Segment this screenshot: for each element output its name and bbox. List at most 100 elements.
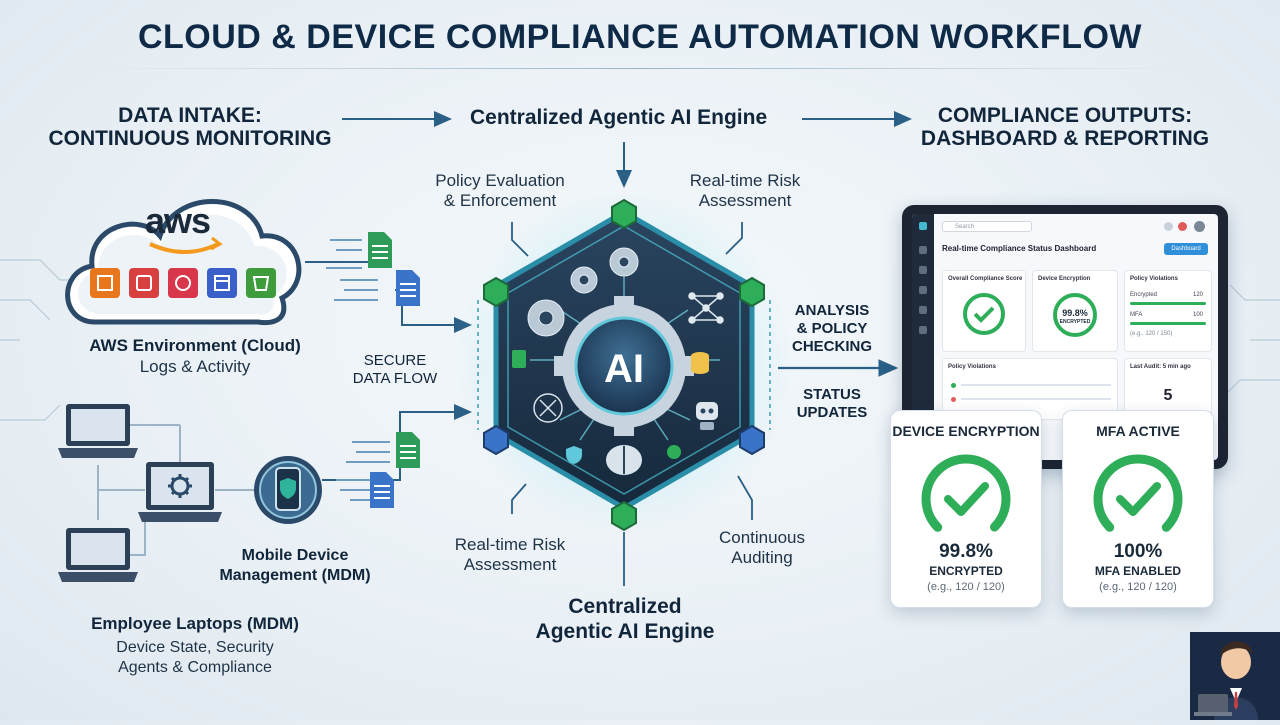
engine-bottom-line2: Agentic AI Engine	[535, 620, 715, 643]
kpi-card-encryption: DEVICE ENCRYPTION 99.8% ENCRYPTED (e.g.,…	[890, 410, 1042, 608]
violation-note: (e.g., 120 / 150)	[1130, 331, 1173, 337]
mdm-title-line1: Mobile Device	[241, 547, 349, 564]
policy-eval-line2: & Enforcement	[443, 191, 557, 210]
intake-header-line1: DATA INTAKE:	[118, 104, 262, 127]
card-score-title: Overall Compliance Score	[948, 276, 1023, 282]
violation-row-bar	[1130, 322, 1206, 325]
sidebar-settings-icon[interactable]	[919, 326, 927, 334]
user-avatar[interactable]	[1194, 221, 1205, 232]
card-encryption-title: Device Encryption	[1038, 276, 1091, 282]
document-icon-2	[396, 270, 420, 306]
kpi-subtitle: ENCRYPTED	[929, 564, 1003, 578]
sidebar-reports-icon[interactable]	[919, 266, 927, 274]
dashboard-title: Real-time Compliance Status Dashboard	[942, 244, 1097, 253]
card-compliance-score: Overall Compliance Score	[942, 270, 1026, 352]
presenter-avatar	[1190, 632, 1280, 720]
aws-subtitle: Logs & Activity	[139, 357, 251, 376]
kpi-gauge	[1093, 454, 1183, 532]
analysis-line3: CHECKING	[791, 338, 872, 355]
list-row-line	[961, 384, 1111, 386]
analysis-line1: ANALYSIS	[794, 302, 870, 319]
status-dot-ok	[951, 383, 956, 388]
list-row-line	[961, 398, 1111, 400]
network-node-icon	[688, 292, 724, 324]
risk-top-line2: Assessment	[698, 191, 792, 210]
intake-header-line2: CONTINUOUS MONITORING	[48, 127, 332, 150]
analysis-line2: & POLICY	[796, 320, 868, 337]
kpi-card-mfa: MFA ACTIVE 100% MFA ENABLED (e.g., 120 /…	[1062, 410, 1214, 608]
card-violations-list-title: Policy Violations	[948, 364, 996, 370]
status-line2: UPDATES	[796, 404, 868, 421]
hexagon-nodes	[483, 198, 765, 532]
auditing-line1: Continuous	[718, 528, 805, 547]
sidebar-devices-icon[interactable]	[919, 286, 927, 294]
status-updates-label: STATUS UPDATES	[782, 386, 882, 422]
presenter-illustration	[1190, 632, 1280, 720]
aws-smile-icon	[149, 236, 223, 254]
outputs-header-line2: DASHBOARD & REPORTING	[920, 127, 1210, 150]
risk-bottom-line2: Assessment	[463, 555, 557, 574]
risk-top-line1: Real-time Risk	[689, 171, 801, 190]
dashboard-screen: Search Real-time Compliance Status Dashb…	[912, 214, 1218, 460]
kpi-title: MFA ACTIVE	[1096, 423, 1180, 439]
sidebar-logo-icon	[919, 222, 927, 230]
kpi-note: (e.g., 120 / 120)	[927, 581, 1005, 593]
card-policy-violations-list: Policy Violations	[942, 358, 1118, 420]
kpi-note: (e.g., 120 / 120)	[1099, 581, 1177, 593]
laptops-sub-line1: Device State, Security	[116, 639, 274, 656]
engine-header: Centralized Agentic AI Engine	[470, 106, 768, 129]
dashboard-search-input[interactable]: Search	[942, 221, 1032, 232]
audit-value: 5	[1163, 387, 1173, 404]
help-icon[interactable]	[1164, 222, 1173, 231]
document-icon-4	[370, 472, 394, 508]
sidebar-policies-icon[interactable]	[919, 306, 927, 314]
secure-flow-line1: SECURE	[363, 352, 427, 369]
auditing-line2: Auditing	[731, 548, 793, 567]
document-icon-1	[368, 232, 392, 268]
kpi-subtitle: MFA ENABLED	[1094, 564, 1182, 578]
violation-row-bar	[1130, 302, 1206, 305]
analysis-label: ANALYSIS & POLICY CHECKING	[782, 302, 882, 356]
aws-logo: aws	[145, 200, 211, 241]
status-line1: STATUS	[803, 386, 861, 403]
engine-bottom-title: Centralized Agentic AI Engine	[500, 594, 750, 644]
title-divider	[90, 68, 1190, 69]
outputs-header-line1: COMPLIANCE OUTPUTS:	[937, 104, 1193, 127]
sidebar-home-icon[interactable]	[919, 246, 927, 254]
brain-icon-center	[606, 445, 642, 475]
gear-icon	[168, 474, 192, 498]
violation-row-value: 100	[1193, 312, 1204, 318]
page-title: CLOUD & DEVICE COMPLIANCE AUTOMATION WOR…	[137, 18, 1143, 56]
shield-chip-icon	[566, 446, 582, 464]
intake-header: DATA INTAKE: CONTINUOUS MONITORING	[30, 104, 350, 150]
secure-flow-line2: DATA FLOW	[352, 370, 438, 387]
violation-row-value: 120	[1193, 292, 1204, 298]
database-icon	[691, 352, 709, 374]
mdm-phone-icon	[254, 456, 322, 524]
dashboard-sidebar	[912, 214, 934, 460]
card-policy-violations: Policy Violations Encrypted 120 MFA 100 …	[1124, 270, 1212, 352]
label-risk-assessment-top: Real-time Risk Assessment	[660, 171, 830, 211]
callout-lines	[511, 222, 753, 586]
laptop-tree-lines	[97, 424, 255, 556]
notification-icon[interactable]	[1178, 222, 1187, 231]
kpi-title: DEVICE ENCRYPTION	[892, 423, 1040, 439]
policy-eval-line1: Policy Evaluation	[435, 171, 565, 190]
secure-data-flow-label: SECURE DATA FLOW	[340, 352, 450, 388]
check-icon	[1116, 482, 1161, 516]
dashboard-dropdown-button[interactable]: Dashboard	[1164, 243, 1208, 255]
card-audit-title: Last Audit: 5 min ago	[1130, 364, 1191, 370]
laptops-subtitle: Device State, Security Agents & Complian…	[60, 638, 330, 678]
laptop-icon-3	[58, 528, 138, 582]
mdm-title-line2: Management (MDM)	[219, 567, 371, 584]
chat-bot-icon	[667, 445, 681, 459]
hexagon-nodes-blue	[483, 424, 765, 456]
document-chip-icon	[512, 350, 526, 368]
label-risk-assessment-bottom: Real-time Risk Assessment	[430, 535, 590, 575]
label-policy-evaluation: Policy Evaluation & Enforcement	[410, 171, 590, 211]
mdm-title: Mobile Device Management (MDM)	[210, 546, 380, 586]
card-last-audit: Last Audit: 5 min ago 5	[1124, 358, 1212, 420]
ai-core-label: AI	[604, 347, 644, 391]
label-continuous-auditing: Continuous Auditing	[692, 528, 832, 568]
brain-network-icon	[533, 393, 563, 423]
